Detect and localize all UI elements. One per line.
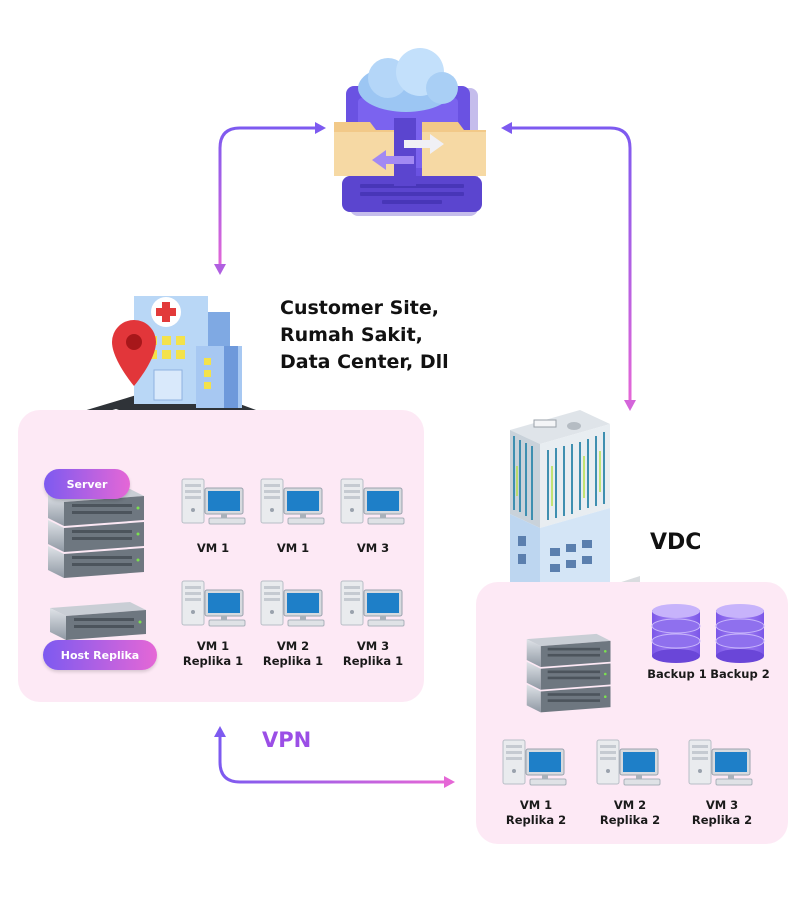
vdc-server-rack-icon [518, 630, 614, 718]
pc-icon [181, 476, 247, 526]
pc-icon [340, 578, 406, 628]
backup-label: Backup 1 [647, 667, 707, 681]
host-replika-server-icon [50, 602, 146, 640]
site-vm-label: VM 3 [356, 541, 390, 555]
vdc-building-icon [510, 410, 640, 606]
pc-icon [688, 737, 754, 787]
pc-icon [596, 737, 662, 787]
site-vm-label: VM 1 [196, 541, 230, 555]
server-rack-icon [38, 484, 148, 584]
pc-icon [260, 476, 326, 526]
database-icon [714, 602, 766, 664]
backup-label: Backup 2 [710, 667, 770, 681]
host-replika-pill: Host Replika [43, 640, 157, 670]
site-title-line-1: Customer Site, [280, 297, 439, 319]
site-title-line-2: Rumah Sakit, [280, 324, 423, 346]
pc-icon [181, 578, 247, 628]
site-vm-label: VM 1 [276, 541, 310, 555]
pc-icon [502, 737, 568, 787]
pc-icon [260, 578, 326, 628]
site-title: Customer Site, Rumah Sakit, Data Center,… [280, 295, 449, 376]
database-icon [650, 602, 702, 664]
site-title-line-3: Data Center, Dll [280, 351, 449, 373]
cloud-sync-icon [334, 48, 486, 216]
vdc-title: VDC [650, 530, 702, 555]
server-pill: Server [44, 469, 130, 499]
pc-icon [340, 476, 406, 526]
vpn-label: VPN [262, 728, 312, 752]
